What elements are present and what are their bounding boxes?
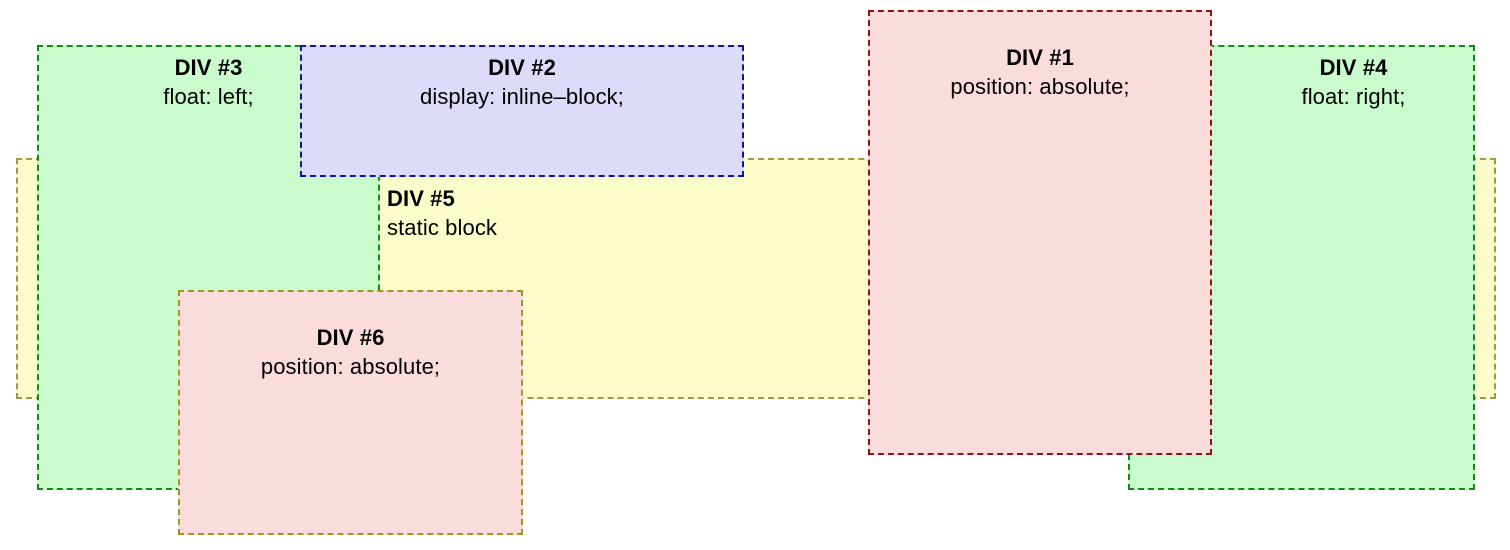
div-6-description: position: absolute; <box>260 354 441 380</box>
div-2-inline-block: DIV #2 display: inline–block; <box>300 45 744 177</box>
div-6-title: DIV #6 <box>316 325 385 350</box>
div-2-title: DIV #2 <box>488 55 556 80</box>
div-5-label-group: DIV #5 static block <box>18 160 1494 242</box>
div-2-description: display: inline–block; <box>420 84 624 110</box>
div-5-description: static block <box>387 215 498 241</box>
div-4-title: DIV #4 <box>1319 55 1388 80</box>
div-6-label-group: DIV #6 position: absolute; <box>180 292 521 381</box>
div-4-description: float: right; <box>1301 84 1406 110</box>
div-4-label-group: DIV #4 float: right; <box>1130 47 1473 111</box>
div-3-description: float: left; <box>163 84 254 110</box>
div-3-label-group: DIV #3 float: left; <box>39 47 378 111</box>
div-1-description: position: absolute; <box>950 74 1130 100</box>
div-1-title: DIV #1 <box>1006 45 1074 70</box>
div-2-label-group: DIV #2 display: inline–block; <box>302 47 742 111</box>
div-3-title: DIV #3 <box>174 55 243 80</box>
div-1-position-absolute: DIV #1 position: absolute; <box>868 10 1212 455</box>
div-1-label-group: DIV #1 position: absolute; <box>870 12 1210 101</box>
div-5-title: DIV #5 <box>387 186 455 211</box>
div-6-position-absolute: DIV #6 position: absolute; <box>178 290 523 535</box>
